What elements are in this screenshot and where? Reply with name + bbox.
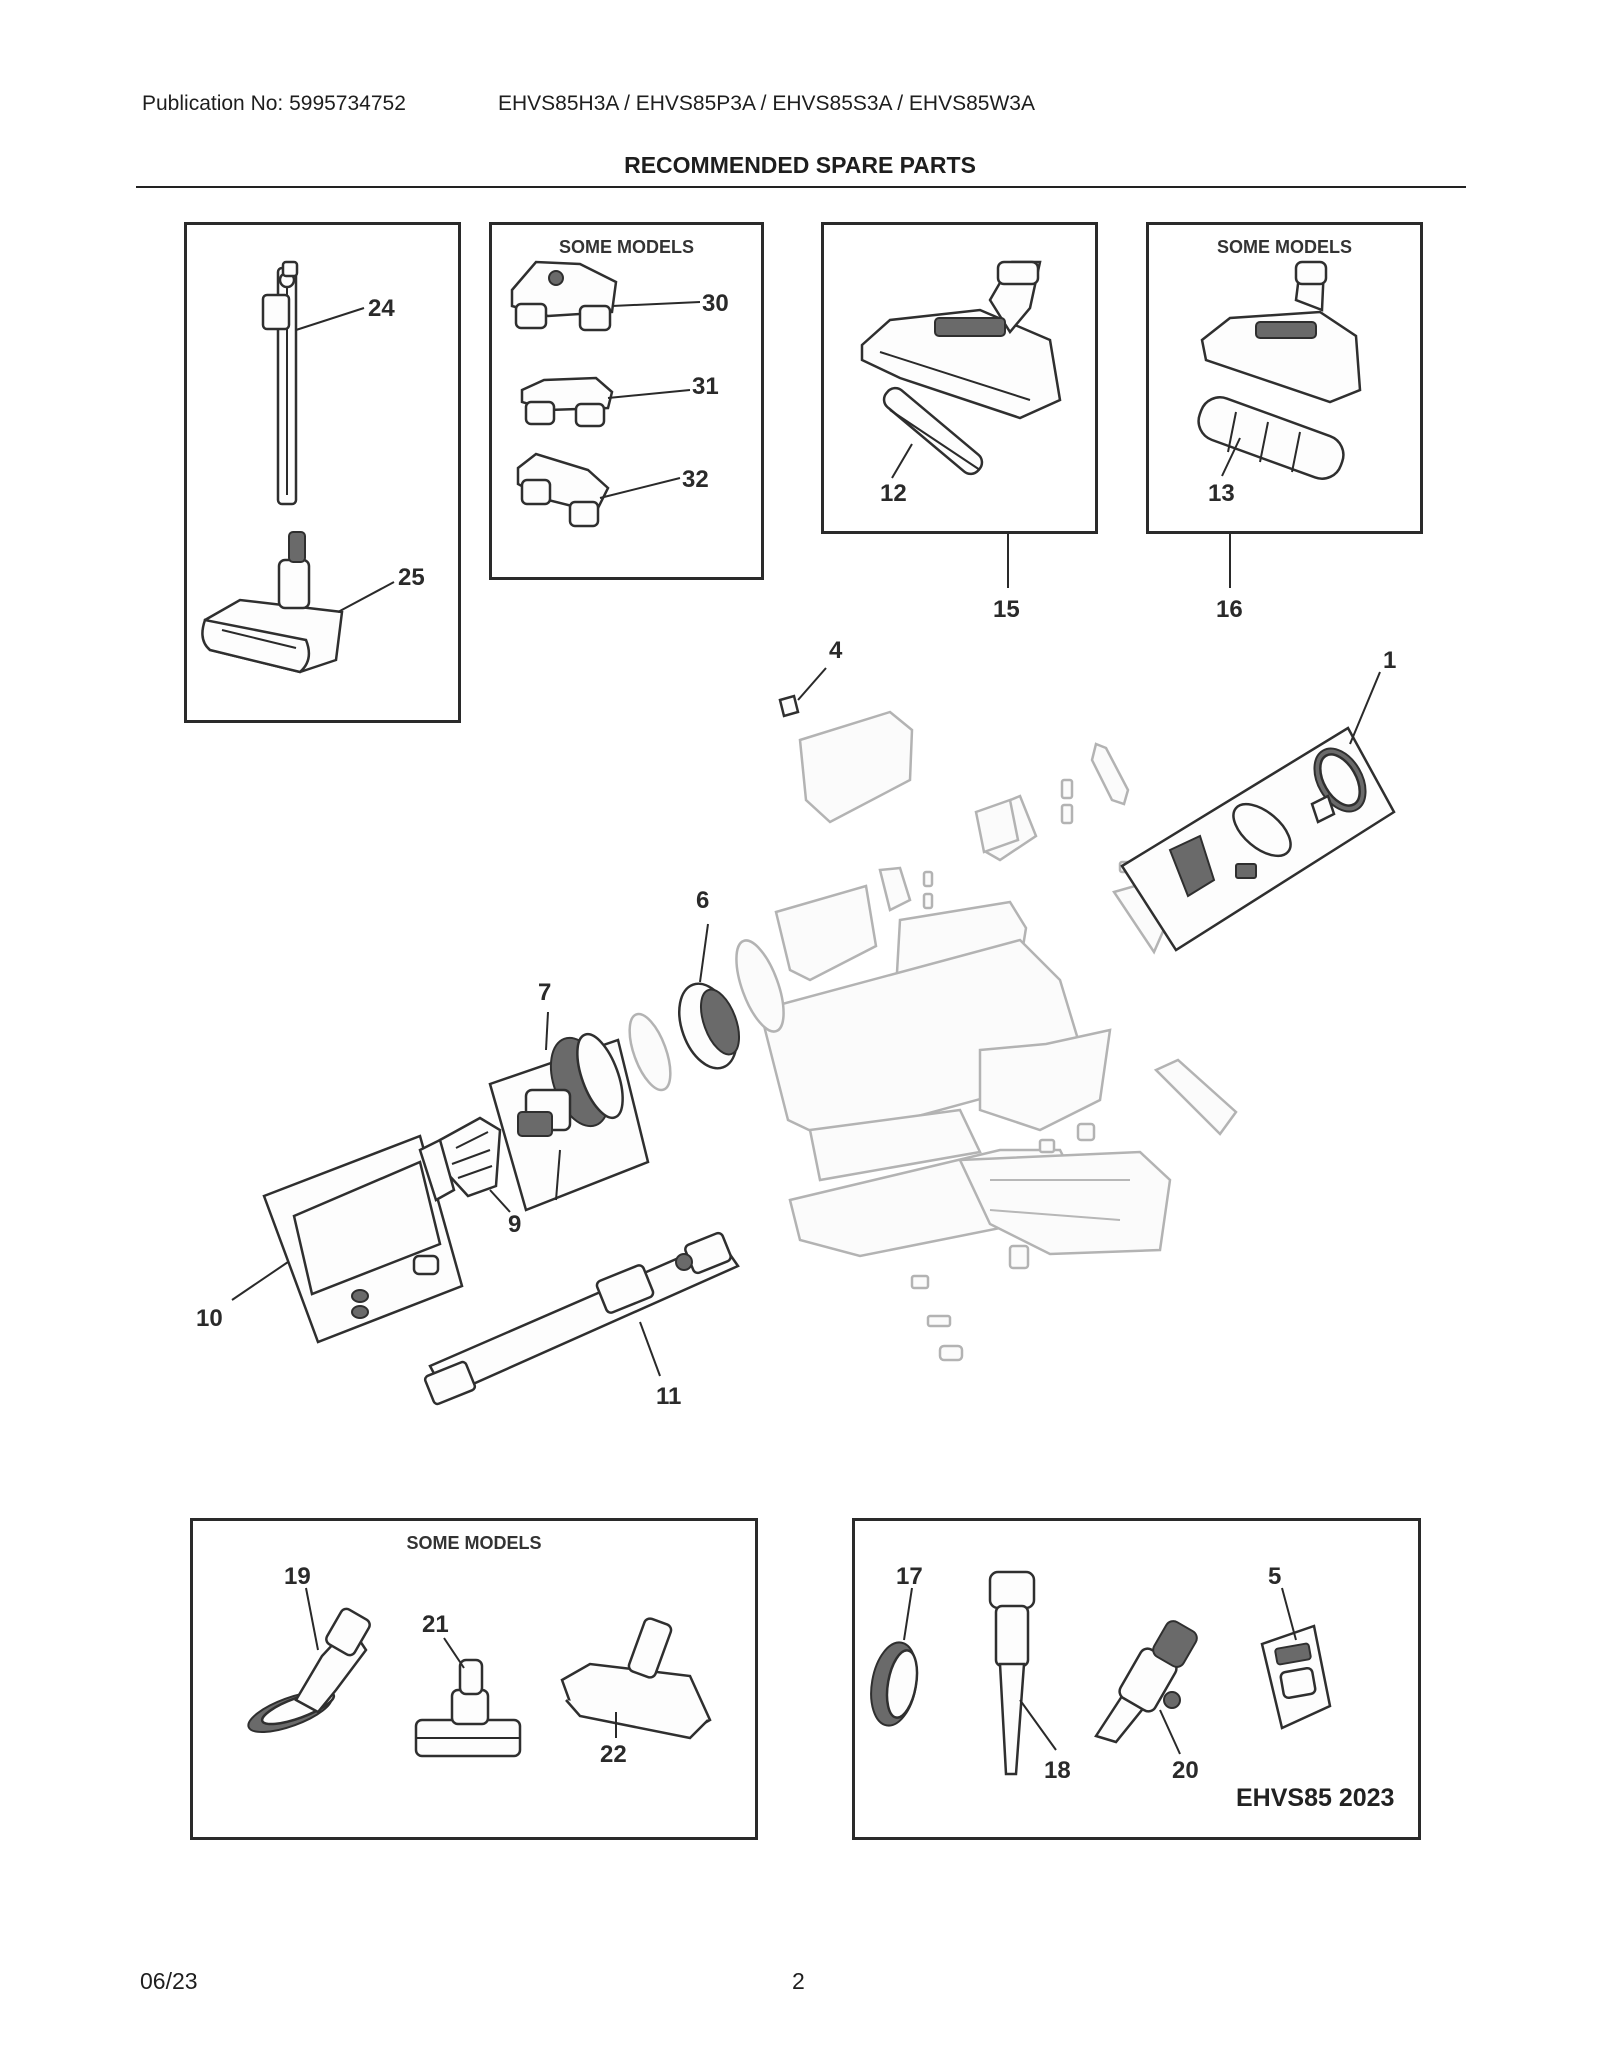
callout-22: 22 [600, 1741, 627, 1768]
callout-7: 7 [538, 979, 551, 1006]
part-16-soft-roller-nozzle-drawing [1200, 260, 1362, 404]
box-label-some-models: SOME MODELS [406, 1533, 542, 1553]
part-1-motor-assembly-drawing [1120, 726, 1396, 952]
page-number: 2 [792, 1968, 805, 1994]
callout-6: 6 [696, 887, 709, 914]
part-31-bracket-drawing [520, 376, 614, 428]
callout-5: 5 [1268, 1563, 1281, 1590]
part-19-dusting-brush-drawing [247, 1607, 371, 1733]
part-4-button-drawing [778, 694, 800, 718]
part-32-bracket-drawing [516, 452, 610, 528]
callout-12: 12 [880, 480, 907, 507]
part-24-wand-handle-drawing [261, 260, 299, 506]
faded-body-assembly-drawing [758, 710, 1238, 1362]
box-soft-roller-nozzle: SOME MODELS [1146, 222, 1423, 534]
part-17-filter-drawing [870, 1641, 919, 1727]
callout-10: 10 [196, 1305, 223, 1332]
callout-11: 11 [656, 1383, 681, 1410]
part-7-filter-assembly-drawing [488, 1032, 650, 1212]
callout-9: 9 [508, 1211, 521, 1238]
header-divider [136, 186, 1466, 188]
callout-20: 20 [1172, 1757, 1199, 1784]
callout-1: 1 [1383, 647, 1396, 674]
callout-16: 16 [1216, 596, 1243, 623]
model-numbers: EHVS85H3A / EHVS85P3A / EHVS85S3A / EHVS… [498, 92, 1035, 115]
callout-30: 30 [702, 290, 729, 317]
part-21-mini-turbo-drawing [414, 1658, 522, 1758]
part-30-bracket-drawing [510, 260, 618, 332]
callout-4: 4 [829, 637, 843, 664]
callout-25: 25 [398, 564, 425, 591]
publication-number: Publication No: 5995734752 [142, 92, 406, 115]
part-18-crevice-tool-drawing [988, 1570, 1036, 1776]
callout-19: 19 [284, 1563, 311, 1590]
part-25-mini-nozzle-drawing [201, 531, 344, 674]
callout-17: 17 [896, 1563, 923, 1590]
part-15-power-nozzle-drawing [860, 260, 1062, 420]
box-accessory-nozzles: SOME MODELS [190, 1518, 758, 1840]
part-13-soft-roller-drawing [1197, 396, 1345, 480]
box-bracket-parts: SOME MODELS [489, 222, 764, 580]
callout-24: 24 [368, 295, 395, 322]
callout-21: 21 [422, 1611, 449, 1638]
footer-date: 06/23 [140, 1968, 198, 1994]
callout-31: 31 [692, 373, 719, 400]
callout-32: 32 [682, 466, 709, 493]
part-6-filter-ring-drawing [678, 982, 741, 1070]
part-5-battery-drawing [1260, 1624, 1332, 1730]
part-20-2in1-tool-drawing [1094, 1620, 1198, 1744]
box-power-nozzle [821, 222, 1098, 534]
callout-18: 18 [1044, 1757, 1071, 1784]
callout-15: 15 [993, 596, 1020, 623]
box-label-some-models: SOME MODELS [558, 237, 694, 257]
part-12-brushroll-drawing [882, 386, 984, 476]
callout-13: 13 [1208, 480, 1235, 507]
part-22-power-nozzle-drawing [560, 1617, 712, 1740]
part-11-extension-wand-drawing [423, 1231, 740, 1406]
page-title: RECOMMENDED SPARE PARTS [624, 152, 976, 178]
box-handle-parts [184, 222, 461, 723]
box-label-some-models: SOME MODELS [1216, 237, 1352, 257]
box-accessory-tools [852, 1518, 1421, 1840]
model-year-tag: EHVS85 2023 [1236, 1784, 1394, 1812]
part-10-dust-bin-drawing [262, 1134, 464, 1344]
